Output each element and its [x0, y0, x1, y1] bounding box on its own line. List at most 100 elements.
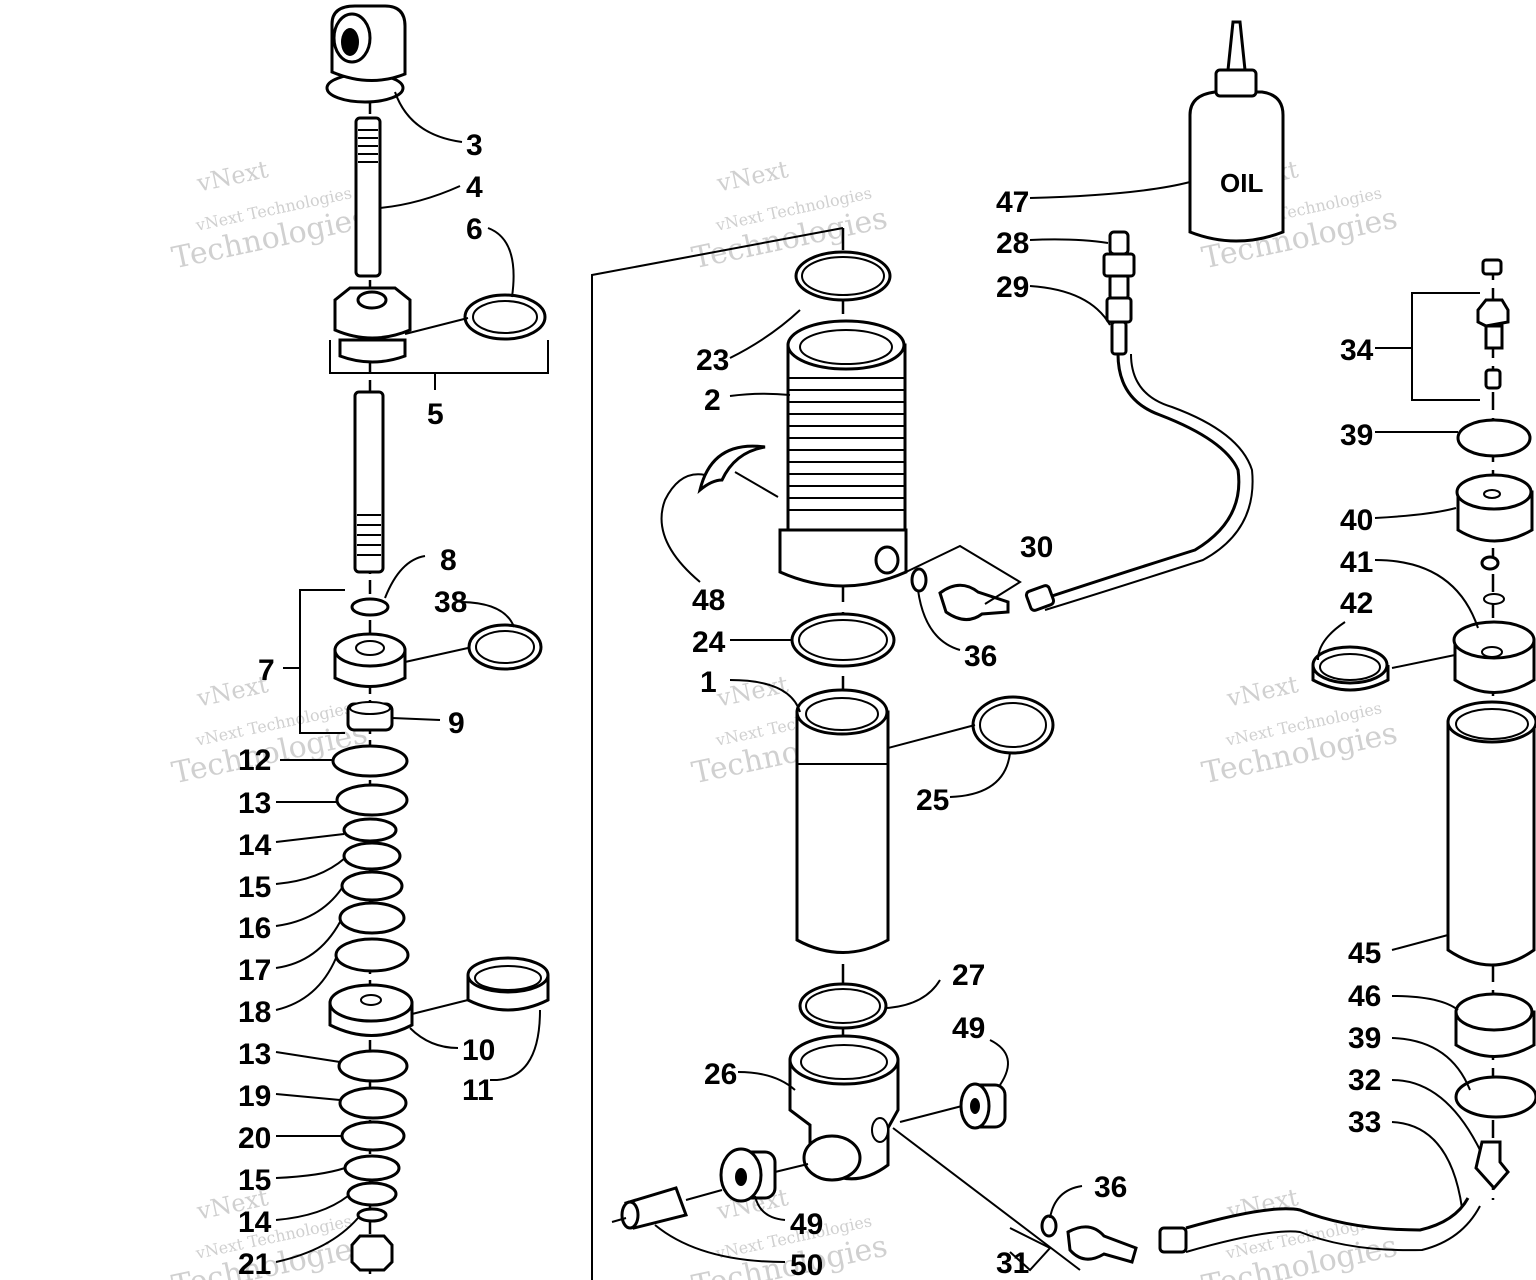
leader-42b: [1317, 621, 1346, 661]
tube-body: [795, 710, 890, 954]
watermark-line: vNext: [1224, 670, 1302, 713]
watermark-line: vNext: [194, 155, 272, 198]
shim-stack-upper: [331, 744, 410, 973]
callout-21: 21: [238, 1248, 271, 1280]
reservoir-cap-hole: [1483, 489, 1501, 499]
callout-13: 13: [238, 1038, 271, 1071]
leader-16: [275, 887, 343, 927]
bushing-49-right: [959, 1082, 1007, 1130]
fitting-29-nut: [1105, 296, 1133, 324]
leader-18: [275, 957, 337, 1011]
leader-4: [379, 185, 461, 209]
o-ring-36b: [1040, 1214, 1058, 1238]
callout-13: 13: [238, 787, 271, 820]
explode-line: [774, 1163, 809, 1173]
elbow-fitting: [938, 583, 1056, 621]
callout-15: 15: [238, 871, 271, 904]
bushing-49-left: [719, 1147, 777, 1203]
callout-40: 40: [1340, 504, 1373, 537]
o-ring-6-inner: [472, 300, 538, 334]
shim-17: [338, 901, 406, 935]
body-tube: [795, 688, 890, 954]
sleeve-port: [874, 545, 900, 575]
piston-body: [333, 632, 407, 688]
oil-bottle-body: [1188, 90, 1285, 243]
leader-32: [1391, 1079, 1481, 1151]
screw-top: [1481, 258, 1503, 276]
bracket-7: [299, 589, 345, 734]
watermark-line: vNext: [714, 670, 792, 713]
nut-21: [350, 1234, 394, 1272]
leader-8: [384, 555, 426, 599]
callout-14: 14: [238, 1206, 272, 1239]
callout-12: 12: [238, 744, 271, 777]
leader-1: [729, 679, 801, 713]
bracket-30: [905, 544, 1022, 605]
bracket-5: [329, 340, 549, 374]
lower-hose-tube: [1185, 1197, 1470, 1232]
screw-41: [1480, 555, 1500, 571]
eye-mount-bore-shadow: [341, 28, 359, 56]
shim-13b: [337, 1049, 409, 1083]
piston-ring-11-inner: [474, 965, 542, 991]
shim-14: [342, 817, 398, 843]
leader-3: [394, 91, 463, 143]
bushing-9-top: [349, 701, 391, 715]
ring-42-inner: [1319, 653, 1381, 681]
shim-16: [340, 870, 404, 902]
shim-20: [340, 1120, 406, 1152]
sleeve-bore: [799, 329, 893, 365]
callout-14: 14: [238, 829, 272, 862]
reservoir-hose-upper: [1039, 353, 1241, 602]
leader-23: [729, 309, 801, 359]
leader-28: [1029, 238, 1109, 244]
end-cap: [788, 1034, 900, 1182]
leader-48b: [734, 471, 779, 498]
leader-6b: [404, 317, 469, 335]
piston-body-hole: [355, 640, 385, 656]
fitting-28-hex: [1102, 252, 1136, 278]
callout-39: 39: [1348, 1022, 1381, 1055]
ring-25-inner: [979, 702, 1047, 748]
callout-32: 32: [1348, 1064, 1381, 1097]
leader-42: [1391, 654, 1456, 669]
callout-41: 41: [1340, 546, 1373, 579]
leader-46: [1391, 995, 1459, 1011]
explode-line: [899, 1105, 963, 1123]
threaded-sleeve: [778, 319, 908, 588]
callout-3: 3: [466, 129, 483, 162]
leader-33: [1391, 1121, 1463, 1209]
shaft-lower: [353, 390, 385, 574]
fitting-29-stem: [1110, 320, 1128, 356]
leader-29: [1029, 285, 1111, 326]
callout-26: 26: [704, 1058, 737, 1091]
o-ring-36: [910, 567, 928, 593]
shaft-upper: [354, 116, 382, 278]
callout-17: 17: [238, 954, 271, 987]
oil-label: OIL: [1220, 168, 1263, 198]
watermark: vNext vNext Technologies Technologies: [169, 155, 370, 276]
tube-bore: [805, 697, 879, 731]
shim-19: [338, 1086, 408, 1120]
callout-42: 42: [1340, 587, 1373, 620]
leader-25b: [949, 752, 1011, 798]
shaft-assembly: [283, 4, 550, 1280]
explode-line: [611, 1217, 627, 1223]
lower-hose-nut: [1158, 1226, 1188, 1254]
lower-hose-explode: [892, 1127, 1081, 1271]
callout-25: 25: [916, 784, 949, 817]
washer-small: [356, 1207, 388, 1223]
bearing-cap-thread: [338, 338, 407, 364]
callout-30: 30: [1020, 531, 1053, 564]
piston-10: [328, 983, 414, 1037]
leader-19: [275, 1093, 341, 1101]
callout-16: 16: [238, 912, 271, 945]
shock-body: [611, 228, 1055, 1230]
leader-14a: [275, 833, 345, 843]
leader-47: [1029, 181, 1191, 199]
callout-47: 47: [996, 186, 1029, 219]
leader-50: [654, 1224, 786, 1263]
end-cap-port: [871, 1117, 889, 1143]
clip-48: [697, 444, 766, 495]
callout-33: 33: [1348, 1106, 1381, 1139]
